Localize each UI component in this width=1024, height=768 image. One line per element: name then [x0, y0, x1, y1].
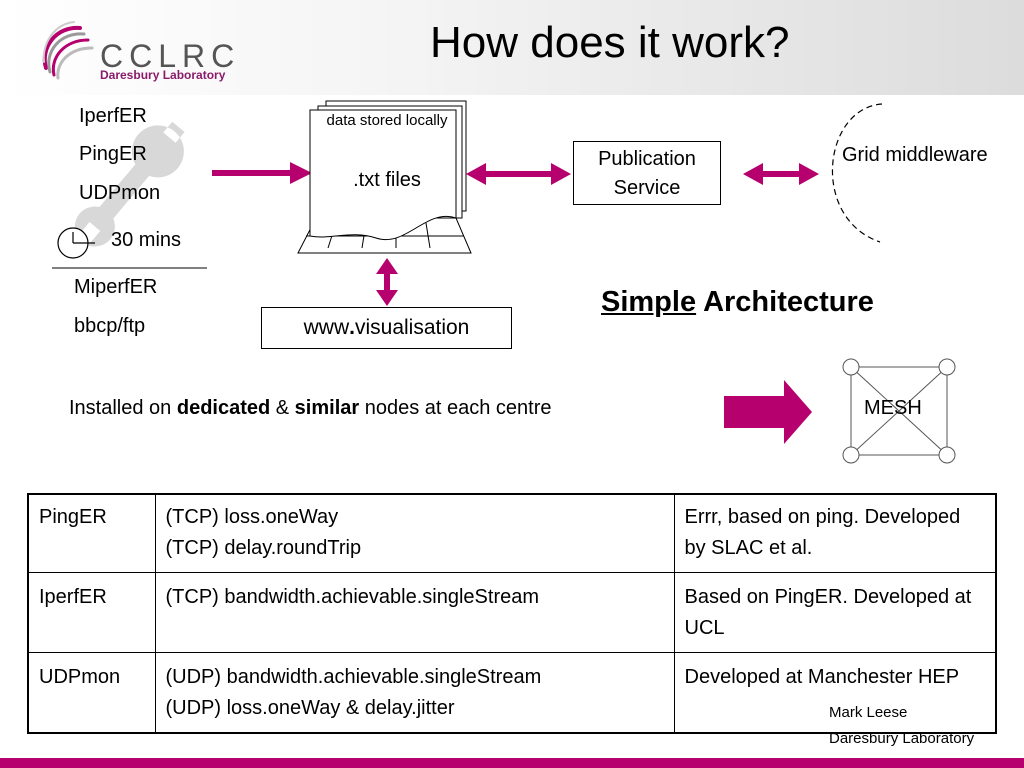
metric-line: (UDP) loss.oneWay & delay.jitter: [165, 697, 455, 719]
grid-middleware-label: Grid middleware: [842, 144, 988, 166]
logo-name: CCLRC: [100, 38, 241, 74]
tool-miperfer: MiperfER: [74, 276, 158, 298]
footer-bar: [0, 758, 1024, 768]
mesh-arrow: [724, 380, 812, 444]
cclrc-logo-swirl-icon: [42, 21, 94, 80]
publication-grid-arrow: [743, 163, 819, 185]
installed-mid: &: [270, 397, 295, 419]
installed-similar: similar: [294, 397, 360, 419]
table-cell-metrics: (TCP) loss.oneWay (TCP) delay.roundTrip: [154, 493, 675, 573]
table-row: UDPmon (UDP) bandwidth.achievable.single…: [27, 652, 997, 734]
architecture-heading: Simple Architecture: [601, 286, 874, 319]
installed-prefix: Installed on: [69, 397, 177, 419]
tool-pinger: PingER: [79, 143, 147, 165]
architecture-underlined: Simple: [601, 286, 697, 318]
table-cell-tool: UDPmon: [27, 652, 156, 734]
author-name: Mark Leese: [829, 704, 908, 721]
table-cell-tool: IperfER: [27, 572, 156, 653]
metric-line: (UDP) bandwidth.achievable.singleStream: [165, 666, 542, 688]
spanner-icon: [74, 121, 185, 247]
tool-iperfer: IperfER: [79, 105, 147, 127]
storage-caption: data stored locally: [326, 112, 448, 129]
author-affiliation: Daresbury Laboratory: [829, 730, 975, 747]
installed-suffix: nodes at each centre: [359, 397, 552, 419]
visualisation-prefix: www: [303, 316, 350, 339]
storage-publication-arrow: [466, 163, 571, 185]
publication-service-box: Publication Service: [573, 141, 721, 205]
visualisation-dot: .: [349, 316, 355, 339]
timer-label: 30 mins: [111, 229, 182, 251]
table-row: IperfER (TCP) bandwidth.achievable.singl…: [27, 572, 997, 653]
storage-document-icon: [297, 100, 472, 254]
table-cell-notes: Errr, based on ping. Developed by SLAC e…: [673, 493, 997, 573]
header-band: [0, 0, 1024, 95]
installed-dedicated: dedicated: [176, 397, 271, 419]
storage-visualisation-arrow: [376, 258, 398, 306]
logo-subtitle: Daresbury Laboratory: [100, 68, 226, 82]
table-cell-tool: PingER: [27, 493, 156, 573]
mesh-diagram: [842, 358, 956, 464]
table-row: PingER (TCP) loss.oneWay (TCP) delay.roun…: [27, 493, 997, 573]
tool-udpmon: UDPmon: [79, 182, 161, 204]
page-title: How does it work?: [430, 18, 790, 67]
installed-statement: Installed on dedicated & similar nodes a…: [69, 397, 552, 420]
table-cell-metrics: (TCP) bandwidth.achievable.singleStream: [154, 572, 675, 653]
tools-divider: [52, 267, 207, 269]
metric-line: (TCP) loss.oneWay: [165, 506, 339, 528]
table-cell-metrics: (UDP) bandwidth.achievable.singleStream (…: [154, 652, 675, 734]
architecture-rest: Architecture: [696, 286, 874, 318]
tools-table: PingER (TCP) loss.oneWay (TCP) delay.roun…: [27, 493, 997, 734]
tools-to-storage-arrow: [212, 162, 312, 184]
grid-boundary-arc: [832, 103, 883, 243]
table-cell-notes: Based on PingER. Developed at UCL: [673, 572, 997, 653]
tool-bbcp-ftp: bbcp/ftp: [74, 315, 146, 337]
visualisation-box: www.visualisation: [261, 307, 512, 349]
mesh-label: MESH: [864, 397, 922, 419]
storage-files-label: .txt files: [353, 169, 421, 191]
visualisation-suffix: visualisation: [354, 316, 470, 339]
table-cell-notes: Developed at Manchester HEP: [673, 652, 997, 734]
metric-line: (TCP) bandwidth.achievable.singleStream: [165, 586, 540, 608]
metric-line: (TCP) delay.roundTrip: [165, 537, 362, 559]
clock-icon: [57, 227, 95, 259]
